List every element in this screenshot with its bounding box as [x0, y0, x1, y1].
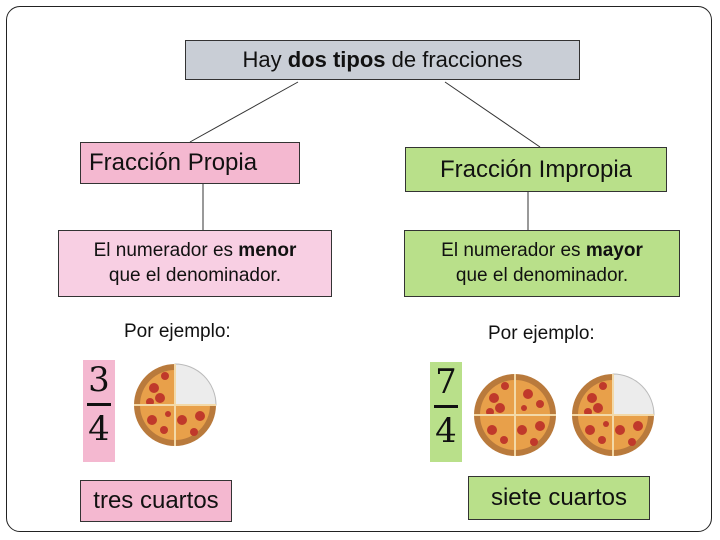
- propia-words-text: tres cuartos: [93, 487, 219, 514]
- impropia-fraction: 7 4: [430, 362, 462, 462]
- propia-label: Fracción Propia: [89, 149, 258, 176]
- fraction-bar: [87, 403, 111, 406]
- pizza-three-quarters-icon: [134, 363, 217, 446]
- fraction-bar: [434, 405, 458, 408]
- propia-denominator: 4: [88, 409, 110, 449]
- title-text: Hay dos tipos de fracciones: [242, 47, 523, 72]
- pizza-three-quarters-icon: [572, 373, 655, 456]
- impropia-example-label: Por ejemplo:: [488, 323, 595, 344]
- propia-example-label: Por ejemplo:: [124, 321, 231, 342]
- propia-fraction: 3 4: [83, 360, 115, 462]
- impropia-words-text: siete cuartos: [490, 484, 628, 511]
- propia-numerator: 3: [88, 360, 110, 400]
- propia-heading: Fracción Propia: [80, 142, 300, 184]
- impropia-label: Fracción Impropia: [439, 155, 633, 183]
- pizza-whole-icon: [474, 374, 556, 456]
- propia-description-text: El numerador es menor que el denominador…: [93, 239, 297, 286]
- impropia-description: El numerador es mayor que el denominador…: [404, 230, 680, 297]
- propia-words: tres cuartos: [80, 480, 232, 522]
- propia-description: El numerador es menor que el denominador…: [58, 230, 332, 297]
- impropia-description-text: El numerador es mayor que el denominador…: [441, 239, 643, 286]
- slide-frame: [6, 6, 712, 532]
- title-box: Hay dos tipos de fracciones: [185, 40, 580, 80]
- impropia-denominator: 4: [435, 411, 457, 451]
- impropia-words: siete cuartos: [468, 476, 650, 520]
- impropia-heading: Fracción Impropia: [405, 147, 667, 192]
- impropia-numerator: 7: [435, 362, 457, 402]
